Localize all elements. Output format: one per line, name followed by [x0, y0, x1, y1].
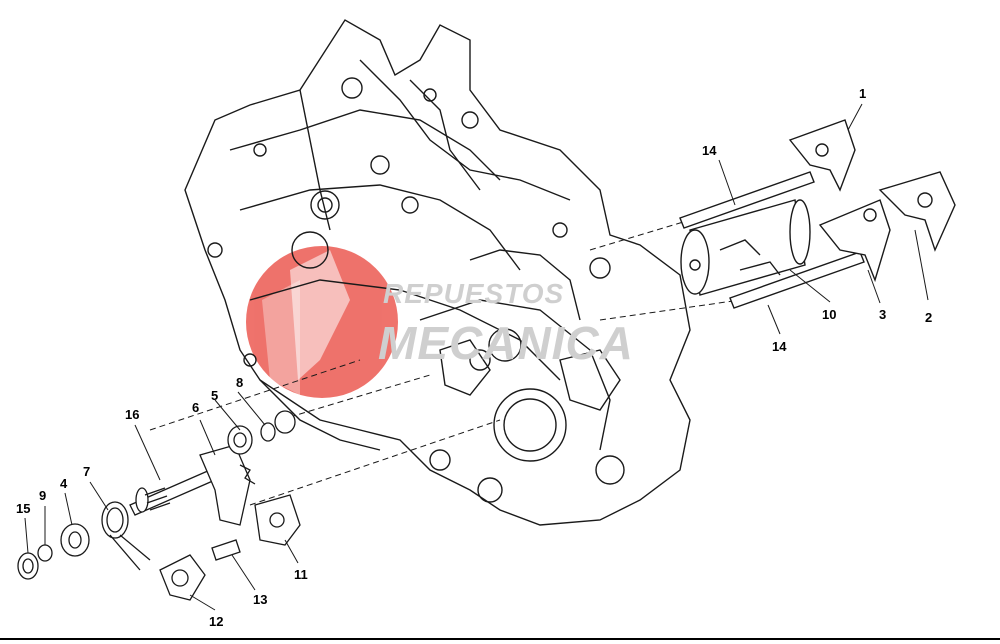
callout-15: 15: [16, 501, 31, 516]
callout-4: 4: [60, 476, 68, 491]
shift-drum: [680, 199, 811, 296]
callout-2: 2: [925, 310, 933, 325]
leader-lines: [24, 103, 929, 611]
callout-11: 11: [294, 567, 308, 582]
shift-forks: [788, 119, 956, 283]
fork-shafts: [679, 171, 865, 309]
callout-14-lower: 14: [772, 339, 787, 354]
callout-8: 8: [236, 375, 244, 390]
watermark-line-1: REPUESTOS: [383, 278, 565, 309]
callout-12: 12: [209, 614, 224, 629]
callout-5: 5: [211, 388, 219, 403]
callout-3: 3: [879, 307, 887, 322]
assembly-lines: [149, 219, 741, 506]
callout-13: 13: [253, 592, 268, 607]
callout-6: 6: [192, 400, 200, 415]
callout-1: 1: [859, 86, 867, 101]
watermark-logo: [246, 246, 398, 398]
callout-10: 10: [822, 307, 837, 322]
selector-shaft-parts: [17, 410, 301, 601]
callout-16: 16: [125, 407, 140, 422]
bottom-border: [0, 638, 1000, 640]
callout-9: 9: [39, 488, 47, 503]
crankcase-half: [184, 19, 691, 526]
callout-7: 7: [83, 464, 91, 479]
watermark-line-2: MECANICA: [378, 317, 634, 369]
callout-14-upper: 14: [702, 143, 717, 158]
